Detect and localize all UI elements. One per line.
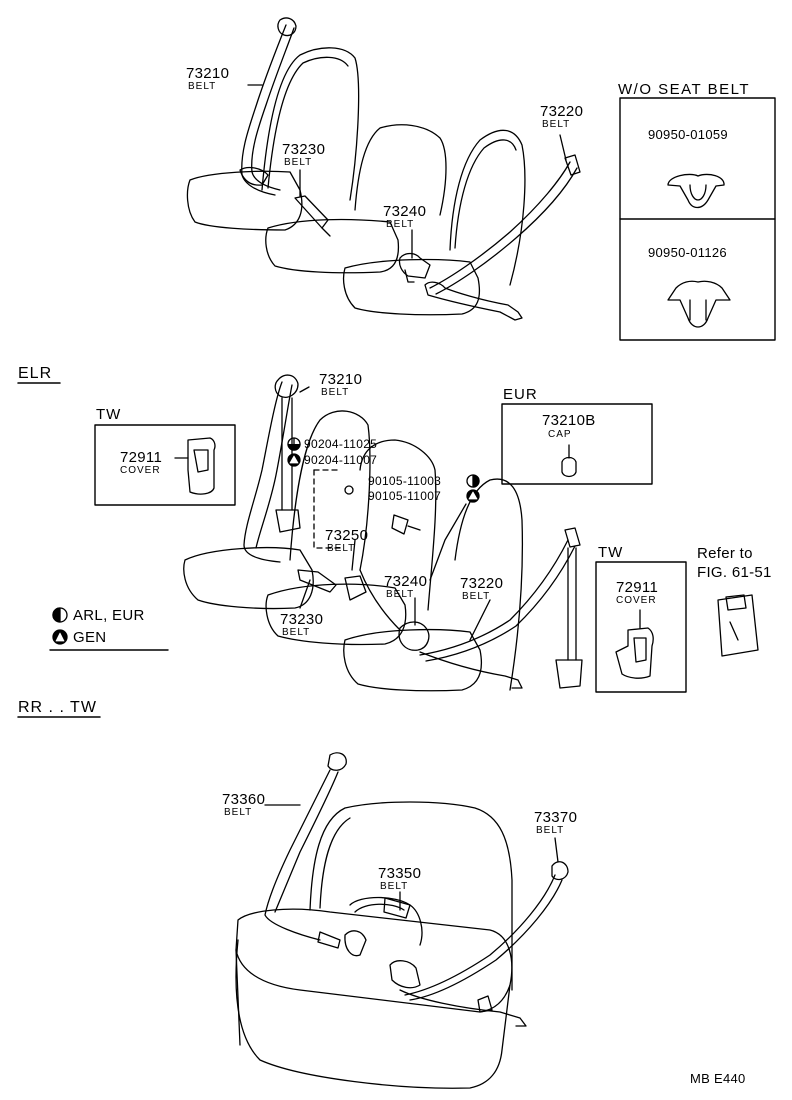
part-number-73350: 73350	[378, 865, 422, 882]
part-name-73230-elr: BELT	[282, 627, 311, 638]
figure-code: MB E440	[690, 1071, 746, 1086]
part-number-73250-elr: 73250	[325, 527, 369, 544]
part-number-73220-elr: 73220	[460, 575, 504, 592]
wo-seat-belt-box	[619, 97, 776, 341]
bolt-label-90105-11007: 90105-11007	[368, 489, 442, 503]
cover-part-name-left: COVER	[120, 465, 161, 476]
part-number-73230-elr: 73230	[280, 611, 324, 628]
part-number-73230-top: 73230	[282, 141, 326, 158]
cover-part-number-right: 72911	[616, 579, 659, 596]
tw-left-box	[94, 424, 236, 506]
legend-half-circle-label: ARL, EUR	[73, 607, 145, 624]
wo-seat-belt-title: W/O SEAT BELT	[618, 81, 751, 98]
bolt-label-90105-11003: 90105-11003	[368, 474, 442, 488]
section-elr: ELR	[18, 365, 53, 382]
refer-line-2: FIG. 61-51	[697, 564, 772, 581]
part-number-73240-elr: 73240	[384, 573, 428, 590]
part-number-73210-elr: 73210	[319, 371, 363, 388]
part-name-73210-elr: BELT	[321, 387, 350, 398]
part-name-73250-elr: BELT	[327, 543, 356, 554]
eur-box	[501, 403, 653, 485]
clip-part-number-1: 90950-01059	[648, 127, 728, 142]
part-name-73230-top: BELT	[284, 157, 313, 168]
part-number-73220-top: 73220	[540, 103, 584, 120]
legend-symbols	[52, 607, 68, 645]
tw-right-box	[595, 561, 687, 693]
cap-part-name: CAP	[548, 429, 572, 440]
part-name-73210-top: BELT	[188, 81, 217, 92]
refer-panel	[717, 594, 759, 657]
part-name-73220-elr: BELT	[462, 591, 491, 602]
part-name-73240-elr: BELT	[386, 589, 415, 600]
part-name-73360: BELT	[224, 807, 253, 818]
legend-triangle-label: GEN	[73, 629, 107, 646]
refer-line-1: Refer to	[697, 545, 753, 562]
cover-part-name-right: COVER	[616, 595, 657, 606]
top-seat-assembly	[186, 17, 581, 321]
part-number-73360: 73360	[222, 791, 266, 808]
part-number-73240-top: 73240	[383, 203, 427, 220]
eur-title: EUR	[503, 386, 538, 403]
bolt-label-90204-11007: 90204-11007	[304, 453, 378, 467]
part-name-73240-top: BELT	[386, 219, 415, 230]
part-name-73350: BELT	[380, 881, 409, 892]
part-number-73210-top: 73210	[186, 65, 230, 82]
bolt-label-90204-11025: 90204-11025	[304, 437, 378, 451]
section-rr-tw: RR . . TW	[18, 699, 97, 716]
elr-seat-assembly	[17, 374, 583, 692]
part-name-73220-top: BELT	[542, 119, 571, 130]
cap-part-number: 73210B	[542, 412, 596, 429]
part-name-73370: BELT	[536, 825, 565, 836]
rear-seat-assembly	[235, 752, 569, 1089]
clip-part-number-2: 90950-01126	[648, 245, 727, 260]
tw-left-title: TW	[96, 406, 122, 423]
cover-part-number-left: 72911	[120, 449, 163, 466]
part-number-73370: 73370	[534, 809, 578, 826]
tw-right-title: TW	[598, 544, 624, 561]
